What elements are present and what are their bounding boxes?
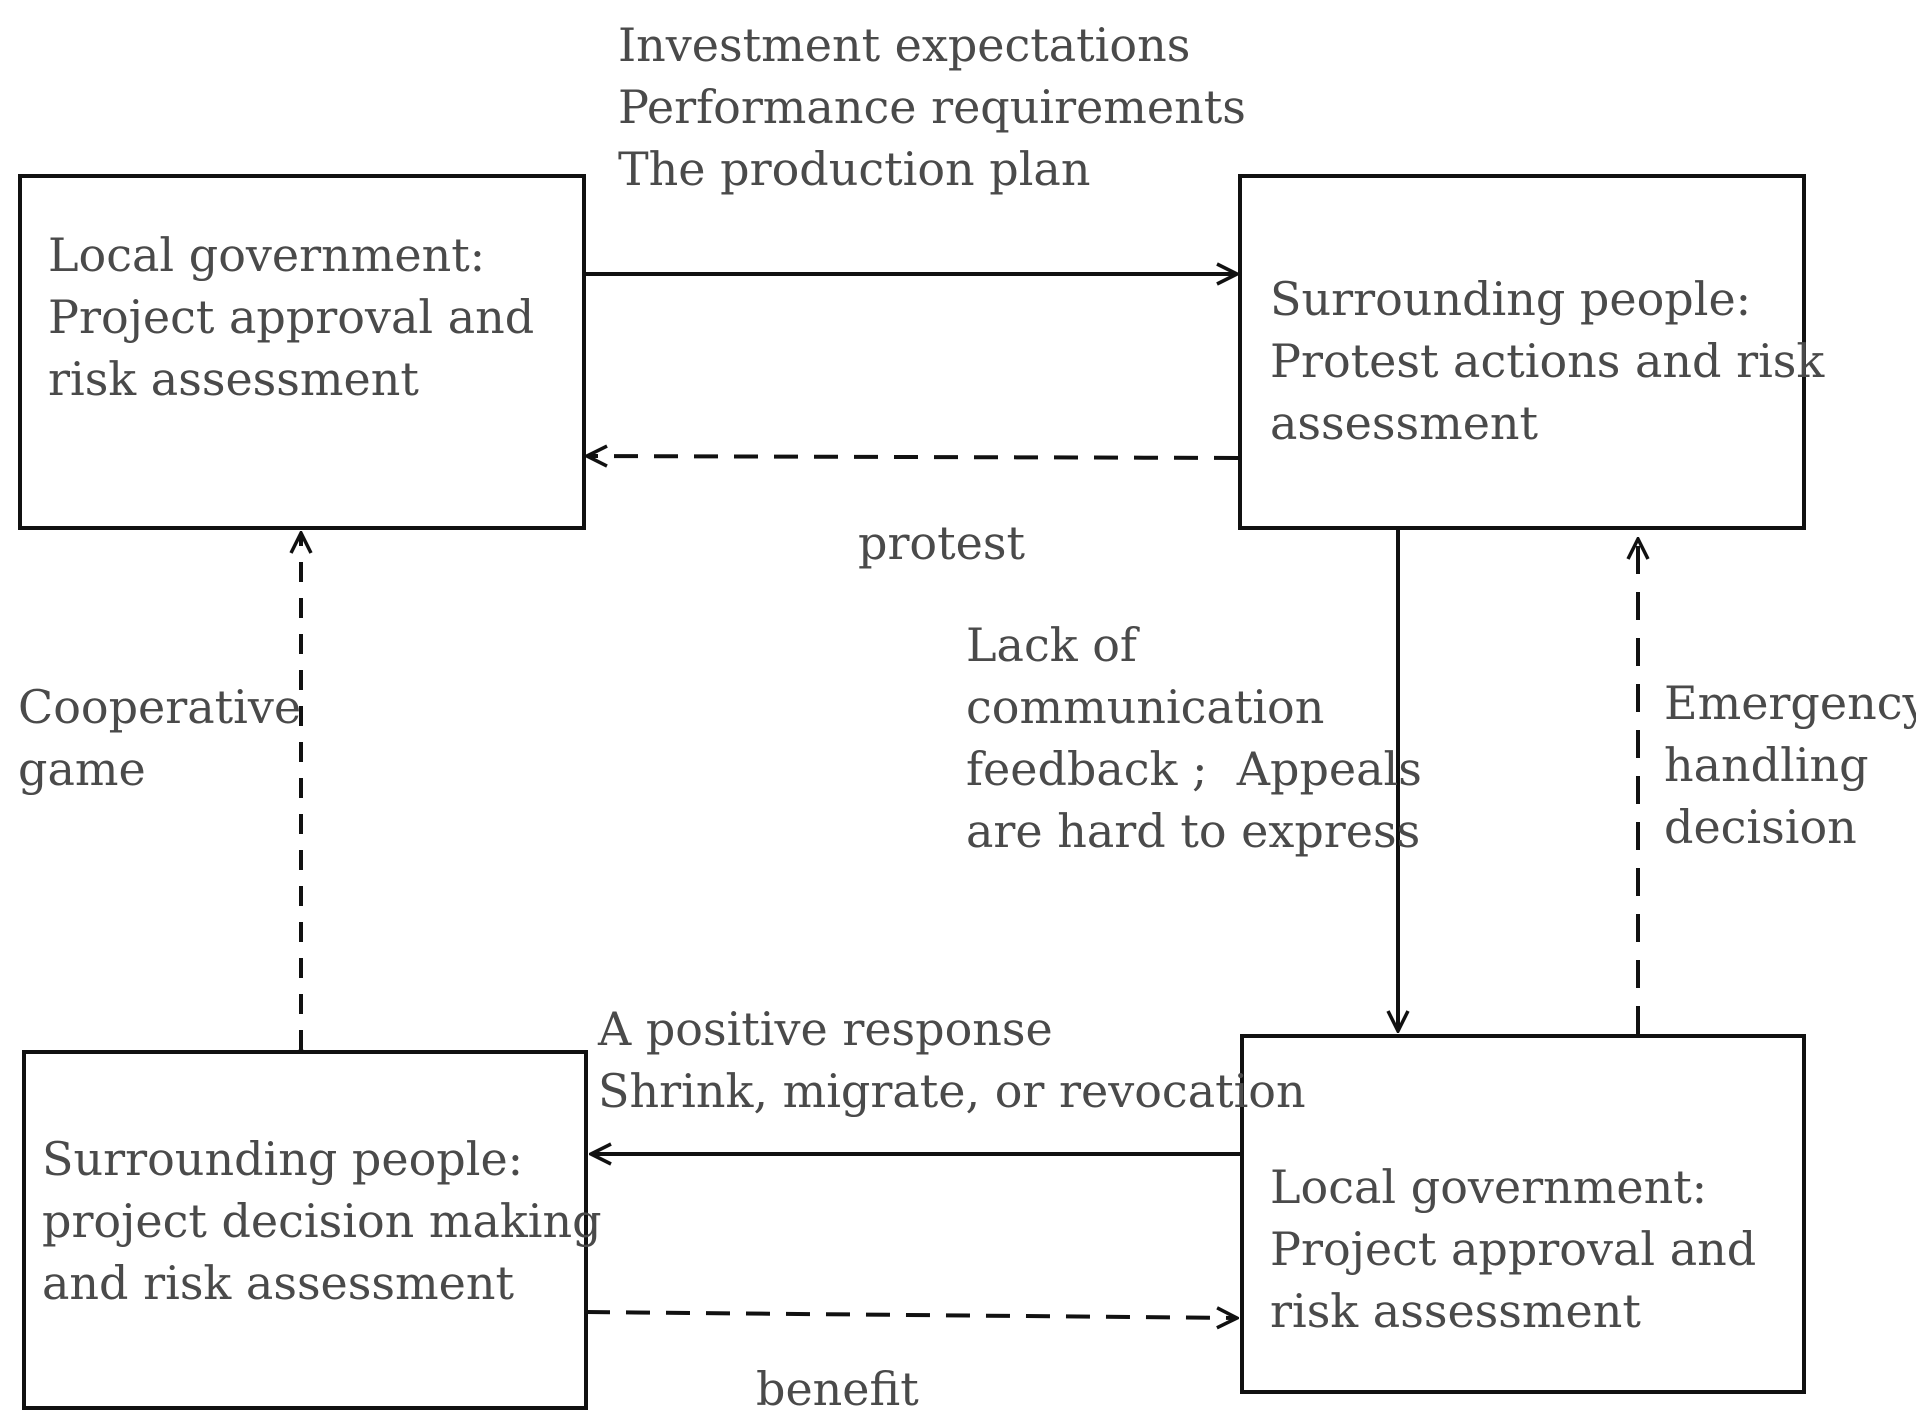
node-bottom-right-title: Local government: [1270, 1160, 1708, 1214]
node-top-right-desc: Protest actions and risk assessment [1270, 334, 1825, 450]
node-top-right-title: Surrounding people: [1270, 272, 1752, 326]
label-emergency-handling: Emergency handling decision [1664, 676, 1916, 854]
node-top-left-desc: Project approval and risk assessment [48, 290, 535, 406]
node-bottom-right [1240, 1034, 1806, 1394]
node-bottom-left-text: Surrounding people: project decision maki… [42, 1128, 602, 1314]
node-top-right [1238, 174, 1806, 530]
node-top-left-title: Local government: [48, 228, 486, 282]
label-benefit: benefit [756, 1362, 919, 1416]
node-bottom-left [22, 1050, 588, 1410]
node-bottom-left-desc: project decision making and risk assessm… [42, 1194, 602, 1310]
label-lack-of-communication: Lack of communication feedback ; Appeals… [966, 618, 1422, 858]
node-top-left [18, 174, 586, 530]
node-bottom-left-title: Surrounding people: [42, 1132, 524, 1186]
label-protest: protest [858, 516, 1025, 570]
label-investment: Investment expectations Performance requ… [618, 18, 1246, 196]
arrow-benefit [585, 1312, 1236, 1318]
node-bottom-right-text: Local government: Project approval and ri… [1270, 1156, 1756, 1342]
label-positive-response: A positive response Shrink, migrate, or … [598, 1002, 1306, 1118]
node-bottom-right-desc: Project approval and risk assessment [1270, 1222, 1757, 1338]
node-top-left-text: Local government: Project approval and ri… [48, 224, 534, 410]
arrow-protest [588, 456, 1239, 458]
node-top-right-text: Surrounding people: Protest actions and r… [1270, 268, 1824, 454]
label-cooperative-game: Cooperative game [18, 680, 302, 796]
